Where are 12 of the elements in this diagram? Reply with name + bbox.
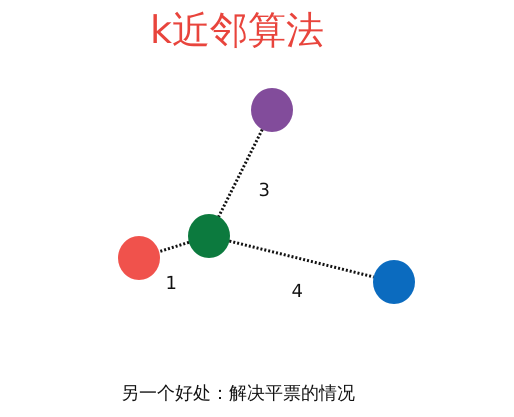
edge-label: 4 (292, 280, 303, 302)
dotted-line (217, 128, 264, 218)
edge-label: 1 (166, 272, 177, 294)
circle (373, 260, 415, 304)
title: k近邻算法 (150, 6, 324, 54)
dotted-line (229, 240, 374, 278)
edge-label: 3 (258, 180, 270, 200)
circle (251, 88, 293, 132)
caption: 另一个好处：解决平票的情况 (121, 382, 355, 405)
circle (188, 214, 230, 258)
dotted-line (158, 240, 190, 254)
circle (118, 236, 160, 280)
